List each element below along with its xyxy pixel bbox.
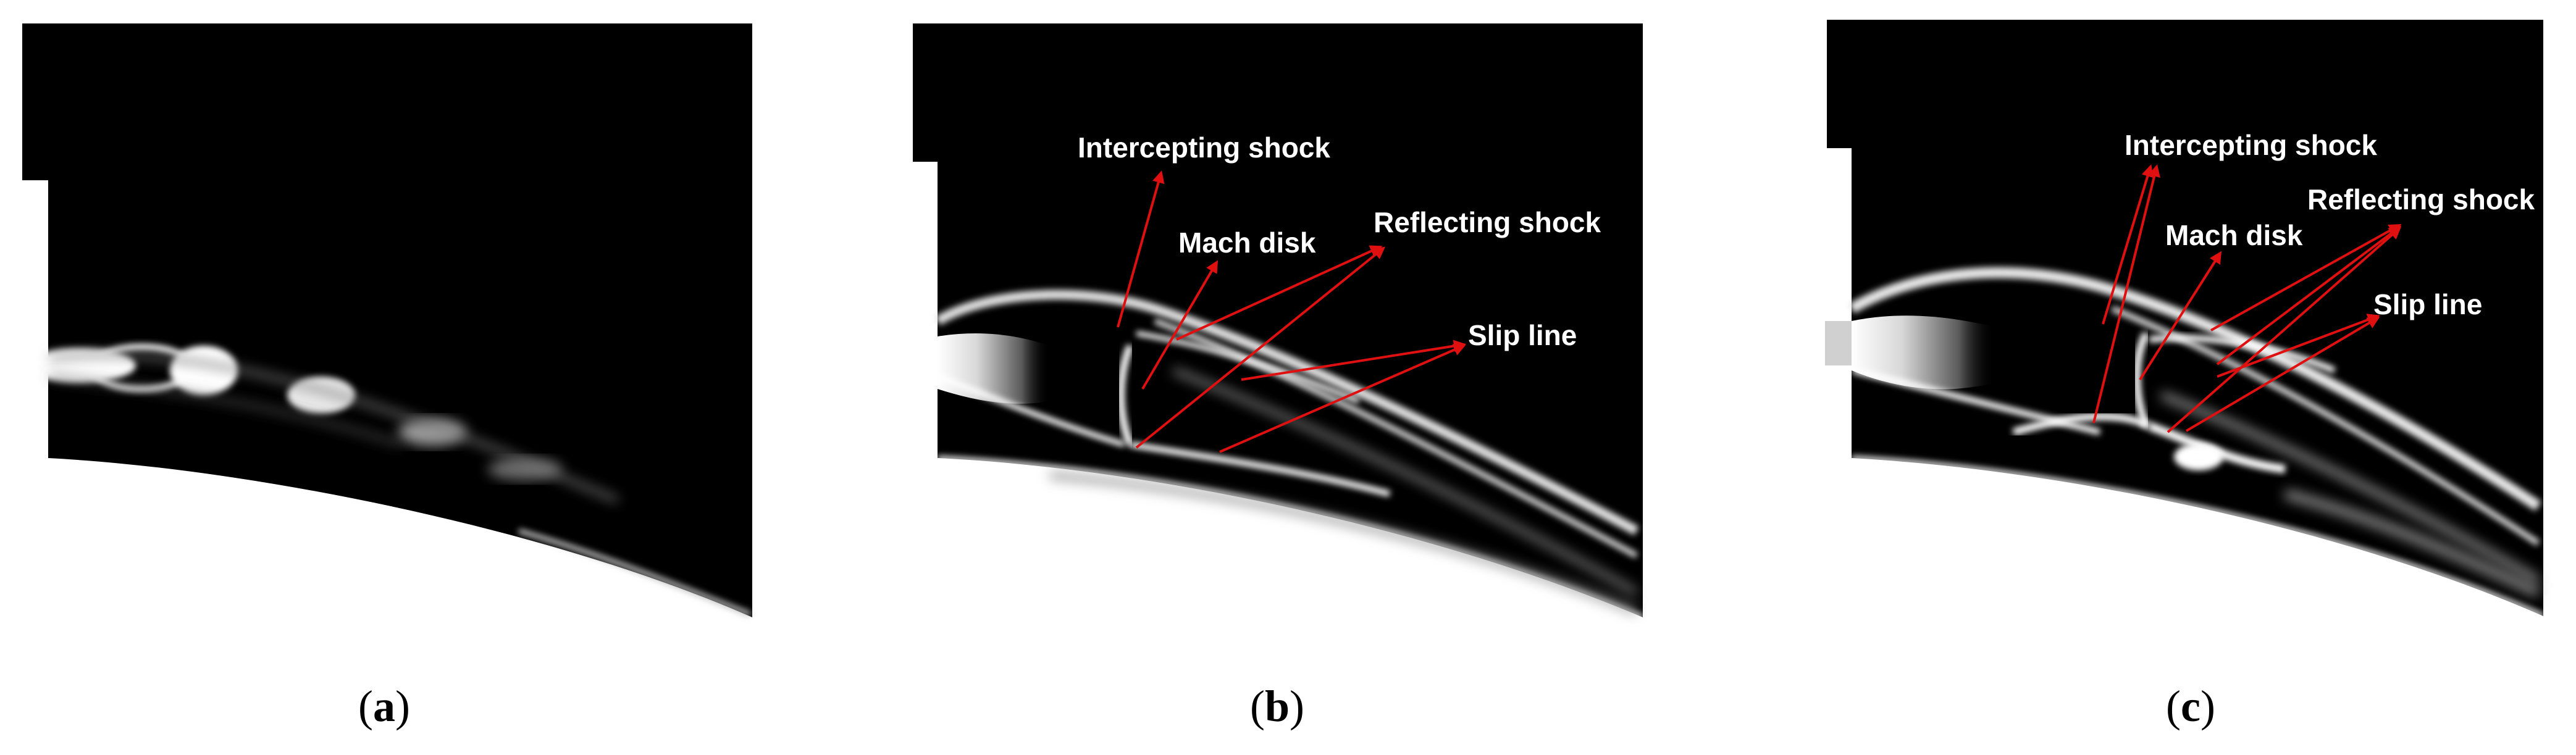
panel-c-arrow-intercepting-2 [2092, 164, 2160, 423]
panel-c-mach-disk [2133, 332, 2150, 428]
panel-b-jet-core [938, 333, 1050, 404]
panel-b-label-intercepting-shock: Intercepting shock [1078, 131, 1330, 164]
panel-a-domain [19, 23, 752, 617]
panel-b-arrow-reflecting-2 [1135, 246, 1386, 449]
panel-c-arrow-reflecting-3 [2167, 227, 2402, 433]
panel-c-caption-open: ( [2166, 682, 2181, 731]
panel-a-field [17, 23, 752, 617]
panel-c-arrow-slip-2 [2185, 316, 2380, 432]
panel-b-domain [913, 23, 1643, 617]
panel-b-mach-disk [1117, 344, 1134, 446]
panel-a-caption-letter: a [372, 682, 395, 731]
panel-b-intercepting-shock [938, 373, 1125, 448]
panel-b-arrow-reflecting-1 [1176, 245, 1383, 341]
panel-c-field [1825, 20, 2545, 619]
panel-c-arrow-mach-disk [2139, 251, 2222, 381]
panel-b-arrow-slip-1 [1241, 340, 1466, 381]
panel-c-caption-close: ) [2200, 682, 2215, 731]
panel-b-label-slip-line: Slip line [1468, 319, 1577, 351]
panel-a-wall-edge [518, 528, 752, 617]
panel-b-label-reflecting-shock: Reflecting shock [1374, 206, 1601, 238]
panel-b-caption-letter: b [1264, 682, 1290, 731]
panel-a-caption: (a) [358, 684, 410, 728]
panel-c-arrow-reflecting-1 [2210, 224, 2402, 332]
panel-c-arrow-reflecting-2 [2216, 225, 2402, 365]
panel-c-jet-core [1852, 315, 1995, 390]
panel-b-label-mach-disk: Mach disk [1178, 227, 1316, 259]
panel-b-arrows [1117, 170, 1466, 453]
panel-c-plume-boundary [1848, 267, 2541, 511]
panel-b-field [910, 23, 1644, 620]
panel-c-inlet [1825, 148, 1852, 321]
panel-a-jet-plume [25, 344, 619, 503]
panel-c-label-reflecting-shock: Reflecting shock [2307, 183, 2535, 215]
panel-b-inlet [910, 162, 938, 365]
panel-b-caption-close: ) [1290, 682, 1305, 731]
panel-c-caption-letter: c [2180, 682, 2201, 731]
panel-c-caption: (c) [2166, 684, 2215, 728]
panel-c-label-mach-disk: Mach disk [2165, 219, 2303, 251]
panel-c-label-intercepting-shock: Intercepting shock [2125, 129, 2377, 161]
panel-c-arrow-intercepting-1 [2102, 164, 2154, 325]
panel-a-caption-open: ( [358, 682, 373, 731]
panel-c-arrow-slip-1 [2217, 314, 2380, 378]
panel-b-arrow-intercepting [1117, 170, 1165, 328]
panel-c-label-slip-line: Slip line [2373, 288, 2483, 320]
panel-b-plume-boundary [934, 290, 1639, 536]
panel-b-caption: (b) [1250, 684, 1304, 728]
panel-b-caption-open: ( [1250, 682, 1265, 731]
panel-a-inlet [17, 180, 48, 365]
panel-b-arrow-mach-disk [1141, 260, 1219, 390]
panel-b-arrow-slip-2 [1219, 344, 1466, 453]
panel-c-arrows [2092, 164, 2402, 433]
panel-a-caption-close: ) [395, 682, 410, 731]
panel-c-wall-edge [1851, 456, 2545, 619]
